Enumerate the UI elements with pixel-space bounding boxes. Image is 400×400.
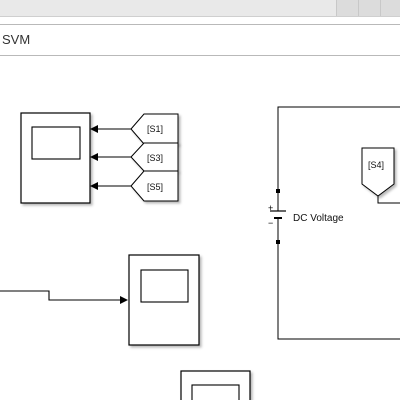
tag-label-s1: [S1] <box>147 124 163 134</box>
breadcrumb: SVM <box>2 32 31 47</box>
from-tag-s1[interactable]: [S1] <box>130 113 179 145</box>
close-button[interactable] <box>380 0 400 16</box>
from-tag-s5[interactable]: [S5] <box>130 170 179 202</box>
tag-label-s4: [S4] <box>368 160 384 170</box>
window-top-bar <box>0 0 400 17</box>
scope-block-3[interactable] <box>180 370 251 400</box>
scope-block-1[interactable] <box>20 112 91 204</box>
minimize-button[interactable] <box>336 0 359 16</box>
tag-label-s5: [S5] <box>147 182 163 192</box>
maximize-button[interactable] <box>358 0 381 16</box>
circuit-wire-top <box>277 106 400 191</box>
goto-tag-s4[interactable]: [S4] <box>361 147 395 197</box>
dc-plus-sign: + <box>268 203 273 213</box>
model-breadcrumb-bar[interactable]: SVM <box>0 24 400 56</box>
dc-minus-sign: − <box>268 218 273 228</box>
signal-line-scope2 <box>0 290 128 304</box>
scope-block-2[interactable] <box>128 254 200 346</box>
circuit-wire-bottom <box>277 244 400 340</box>
dc-voltage-source[interactable]: + − DC Voltage <box>268 189 344 244</box>
signal-line-s4 <box>377 196 400 204</box>
tag-label-s3: [S3] <box>147 153 163 163</box>
from-tag-s3[interactable]: [S3] <box>130 142 179 172</box>
dc-voltage-label: DC Voltage <box>293 213 344 224</box>
